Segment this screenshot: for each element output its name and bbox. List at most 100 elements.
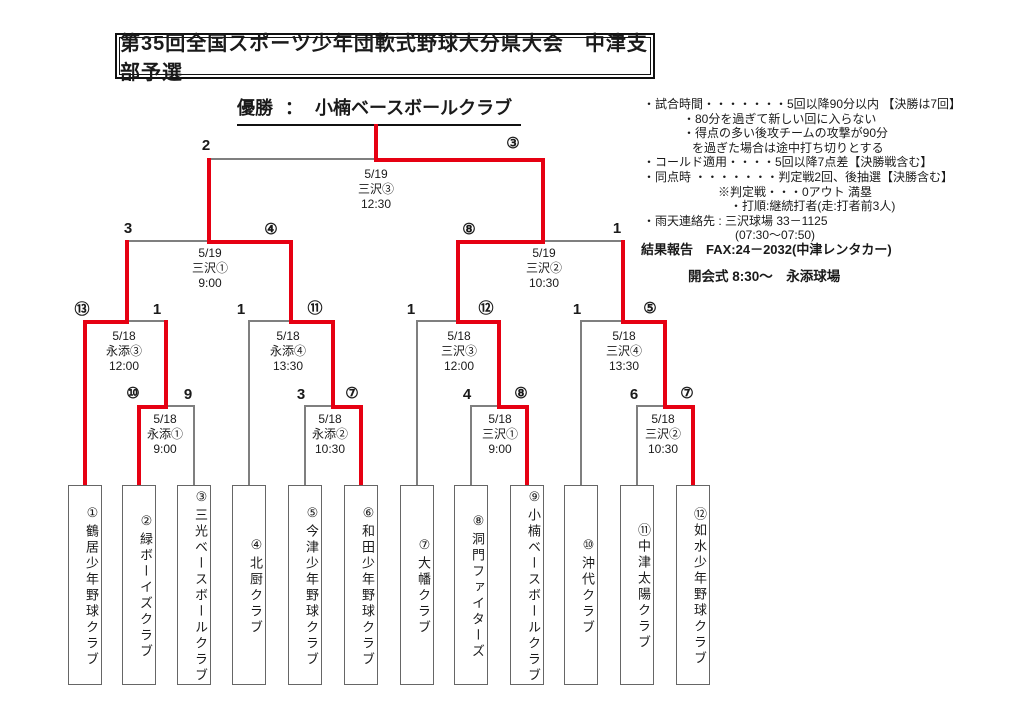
team-name: 如水少年野球クラブ: [692, 523, 707, 667]
match-time: 13:30: [272, 359, 304, 373]
winner-path-r1m1-up: [164, 320, 168, 407]
winner-path-r1m3-up: [497, 320, 501, 407]
winner-path-champion: [374, 124, 378, 160]
score-sf2-right: 1: [612, 220, 622, 237]
score-qf1-left: ⑬: [74, 301, 90, 318]
score-sf2-left: ⑧: [462, 221, 476, 238]
winner-path-r1m2: [331, 405, 363, 409]
score-r1m3-right: ⑧: [514, 385, 528, 402]
score-qf3-right: ⑫: [478, 300, 494, 317]
champion-label: 優勝: [237, 98, 273, 118]
match-time: 12:30: [360, 197, 392, 211]
team-seed: ⑧: [472, 514, 487, 532]
team-name: 三光ベースボールクラブ: [193, 508, 208, 684]
team-name: 中津太陽クラブ: [636, 539, 651, 651]
match-time: 13:30: [608, 359, 640, 373]
winner-path-qf4: [621, 320, 667, 324]
match-info-r1m3: 5/18 三沢① 9:00: [482, 412, 518, 457]
winner-path-team2: [137, 405, 141, 485]
winner-path-r1m3: [497, 405, 529, 409]
match-venue: 永添①: [146, 427, 184, 441]
rules-notes: ・試合時間・・・・・・・5回以降90分以内 【決勝は7回】 ・80分を過ぎて新し…: [643, 97, 961, 243]
score-qf2-right: ⑪: [307, 300, 323, 317]
winner-path-sf2: [456, 240, 545, 244]
match-info-sf2: 5/19 三沢② 10:30: [526, 246, 562, 291]
winner-path-sf2-up: [541, 158, 545, 242]
match-date: 5/19: [532, 246, 556, 260]
score-qf4-left: 1: [572, 301, 582, 318]
score-sf1-right: ④: [264, 221, 278, 238]
opening-ceremony-line: 開会式 8:30～ 永添球場: [688, 269, 841, 284]
match-venue: 三沢③: [440, 344, 478, 358]
score-qf4-right: ⑤: [643, 300, 657, 317]
winner-path-team9: [525, 405, 529, 485]
match-venue: 永添③: [105, 344, 143, 358]
winner-path-qf3: [456, 320, 501, 324]
score-final-left: 2: [201, 137, 211, 154]
winner-path-sf1-up: [207, 158, 211, 242]
winner-path-qf1: [83, 320, 129, 324]
match-date: 5/18: [318, 412, 342, 426]
score-r1m2-left: 3: [296, 386, 306, 403]
bracket-line-team7: [416, 320, 418, 485]
winner-path-final: [374, 158, 545, 162]
note-line: ・コールド適用・・・・5回以降7点差【決勝戦含む】: [643, 155, 933, 170]
score-sf1-left: 3: [123, 220, 133, 237]
team-name: 北厨クラブ: [248, 556, 263, 636]
match-time: 9:00: [153, 442, 177, 456]
match-time: 10:30: [528, 276, 560, 290]
winner-path-r1m2-up: [331, 320, 335, 407]
match-info-r1m2: 5/18 永添② 10:30: [312, 412, 348, 457]
winner-path-team12: [691, 405, 695, 485]
match-time: 9:00: [198, 276, 222, 290]
champion-separator: ：: [285, 98, 303, 118]
match-date: 5/19: [364, 167, 388, 181]
bracket-line-team5: [304, 405, 306, 485]
note-line: ・80分を過ぎて新しい回に入らない: [683, 111, 877, 126]
team-name: 沖代クラブ: [580, 556, 595, 636]
match-info-sf1: 5/19 三沢① 9:00: [192, 246, 228, 291]
team-seed: ③: [195, 490, 210, 508]
score-final-right: ③: [506, 135, 520, 152]
match-date: 5/18: [276, 329, 300, 343]
score-qf3-left: 1: [406, 301, 416, 318]
team-seed: ⑩: [582, 538, 597, 556]
match-info-qf4: 5/18 三沢④ 13:30: [606, 329, 642, 374]
team-seed: ④: [250, 538, 265, 556]
team-seed: ⑦: [418, 538, 433, 556]
winner-path-qf2: [289, 320, 335, 324]
note-line: ・試合時間・・・・・・・5回以降90分以内 【決勝は7回】: [643, 97, 962, 111]
match-venue: 三沢①: [191, 261, 229, 275]
note-line: ・得点の多い後攻チームの攻撃が90分: [683, 126, 888, 141]
winner-path-qf2-up: [289, 240, 293, 322]
match-date: 5/19: [198, 246, 222, 260]
score-qf2-left: 1: [236, 301, 246, 318]
team-name: 鶴居少年野球クラブ: [84, 524, 99, 668]
team-seed: ⑫: [692, 507, 707, 523]
match-info-qf2: 5/18 永添④ 13:30: [270, 329, 306, 374]
winner-path-qf1-up: [125, 240, 129, 322]
result-report-line: 結果報告 FAX:24－2032(中津レンタカー): [641, 242, 892, 257]
team-seed: ⑥: [362, 506, 377, 524]
note-line: (07:30～07:50): [735, 228, 816, 243]
team-seed: ⑪: [636, 523, 651, 539]
match-venue: 三沢③: [357, 182, 395, 196]
score-r1m1-left: ⑩: [126, 385, 140, 402]
note-line: ・同点時 ・・・・・・・判定戦2回、後抽選【決勝含む】: [643, 169, 954, 184]
match-date: 5/18: [153, 412, 177, 426]
match-info-qf1: 5/18 永添③ 12:00: [106, 329, 142, 374]
bracket-line-team10: [580, 320, 582, 485]
score-r1m4-right: ⑦: [680, 385, 694, 402]
